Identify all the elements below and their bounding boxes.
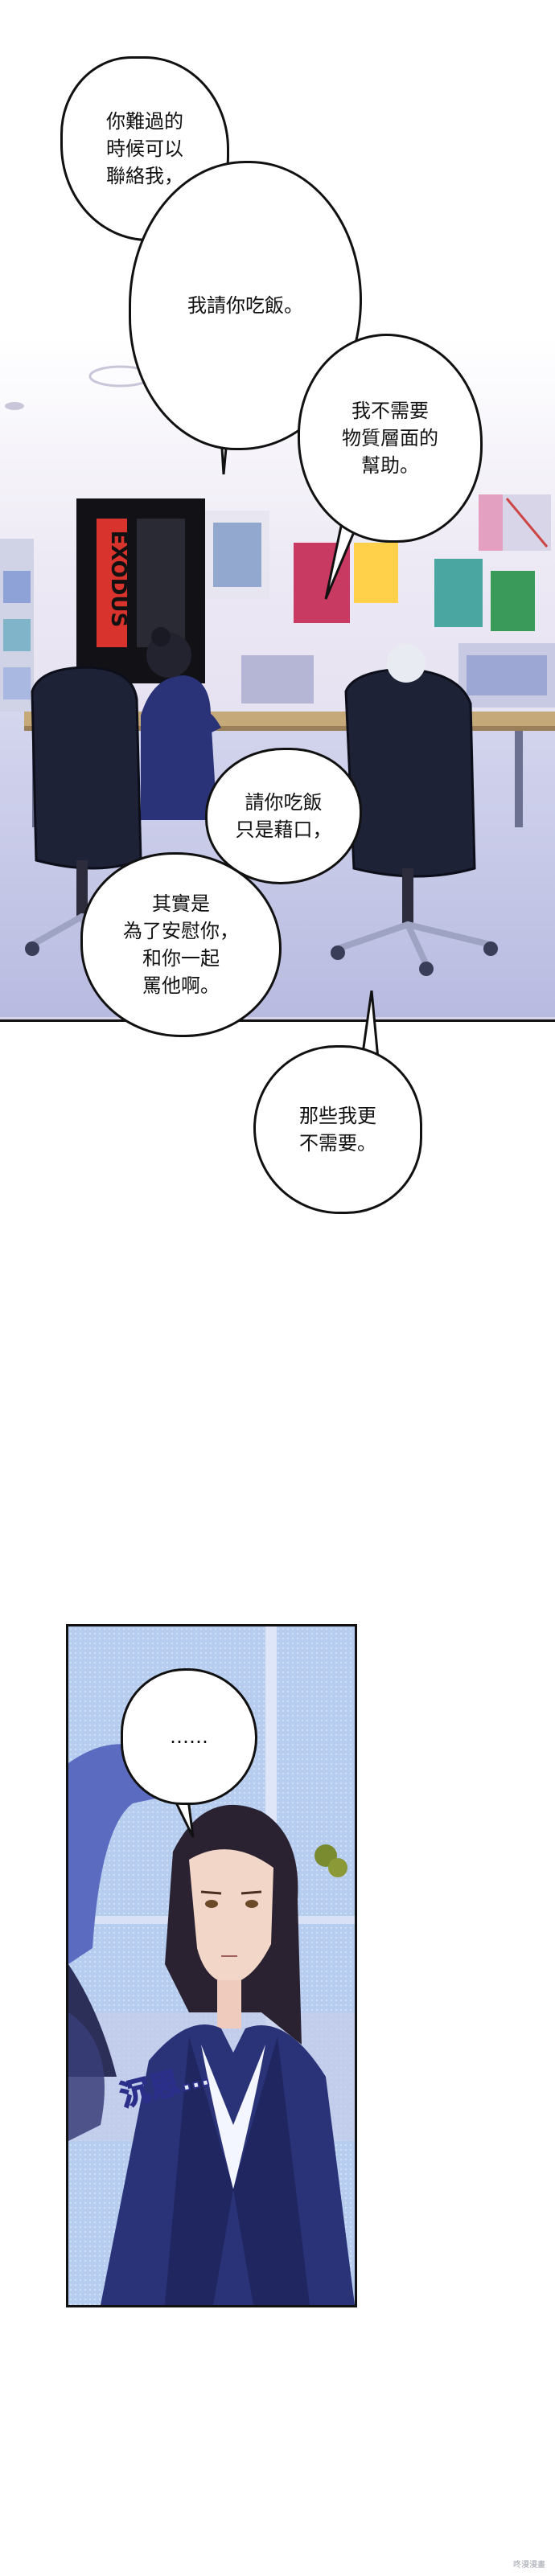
speech-bubble-3-text: 我不需要 物質層面的 幫助。 xyxy=(342,400,438,477)
speech-bubble-4: 請你吃飯 只是藉口， xyxy=(205,748,362,884)
speech-bubble-5: 其實是 為了安慰你， 和你一起 罵他啊。 xyxy=(80,852,282,1037)
speech-bubble-2-text: 我請你吃飯。 xyxy=(187,294,303,317)
speech-bubble-5-text: 其實是 為了安慰你， 和你一起 罵他啊。 xyxy=(123,892,239,997)
panel-divider xyxy=(0,1019,555,1022)
closeup-illustration xyxy=(68,1626,355,2305)
speech-bubble-6: 那些我更 不需要。 xyxy=(253,1045,422,1214)
speech-bubble-3: 我不需要 物質層面的 幫助。 xyxy=(298,334,483,543)
speech-bubble-7-text: …… xyxy=(170,1725,208,1748)
watermark: 咚漫漫畫 xyxy=(513,2561,545,2570)
speech-bubble-1-text: 你難過的 時候可以 聯絡我， xyxy=(106,110,183,187)
bubble-tail xyxy=(324,523,360,600)
speech-bubble-4-text: 請你吃飯 只是藉口， xyxy=(235,791,332,841)
poster-text: EXODUS xyxy=(106,531,130,627)
speech-bubble-6-text: 那些我更 不需要。 xyxy=(299,1105,376,1155)
speech-bubble-7: …… xyxy=(121,1668,257,1805)
